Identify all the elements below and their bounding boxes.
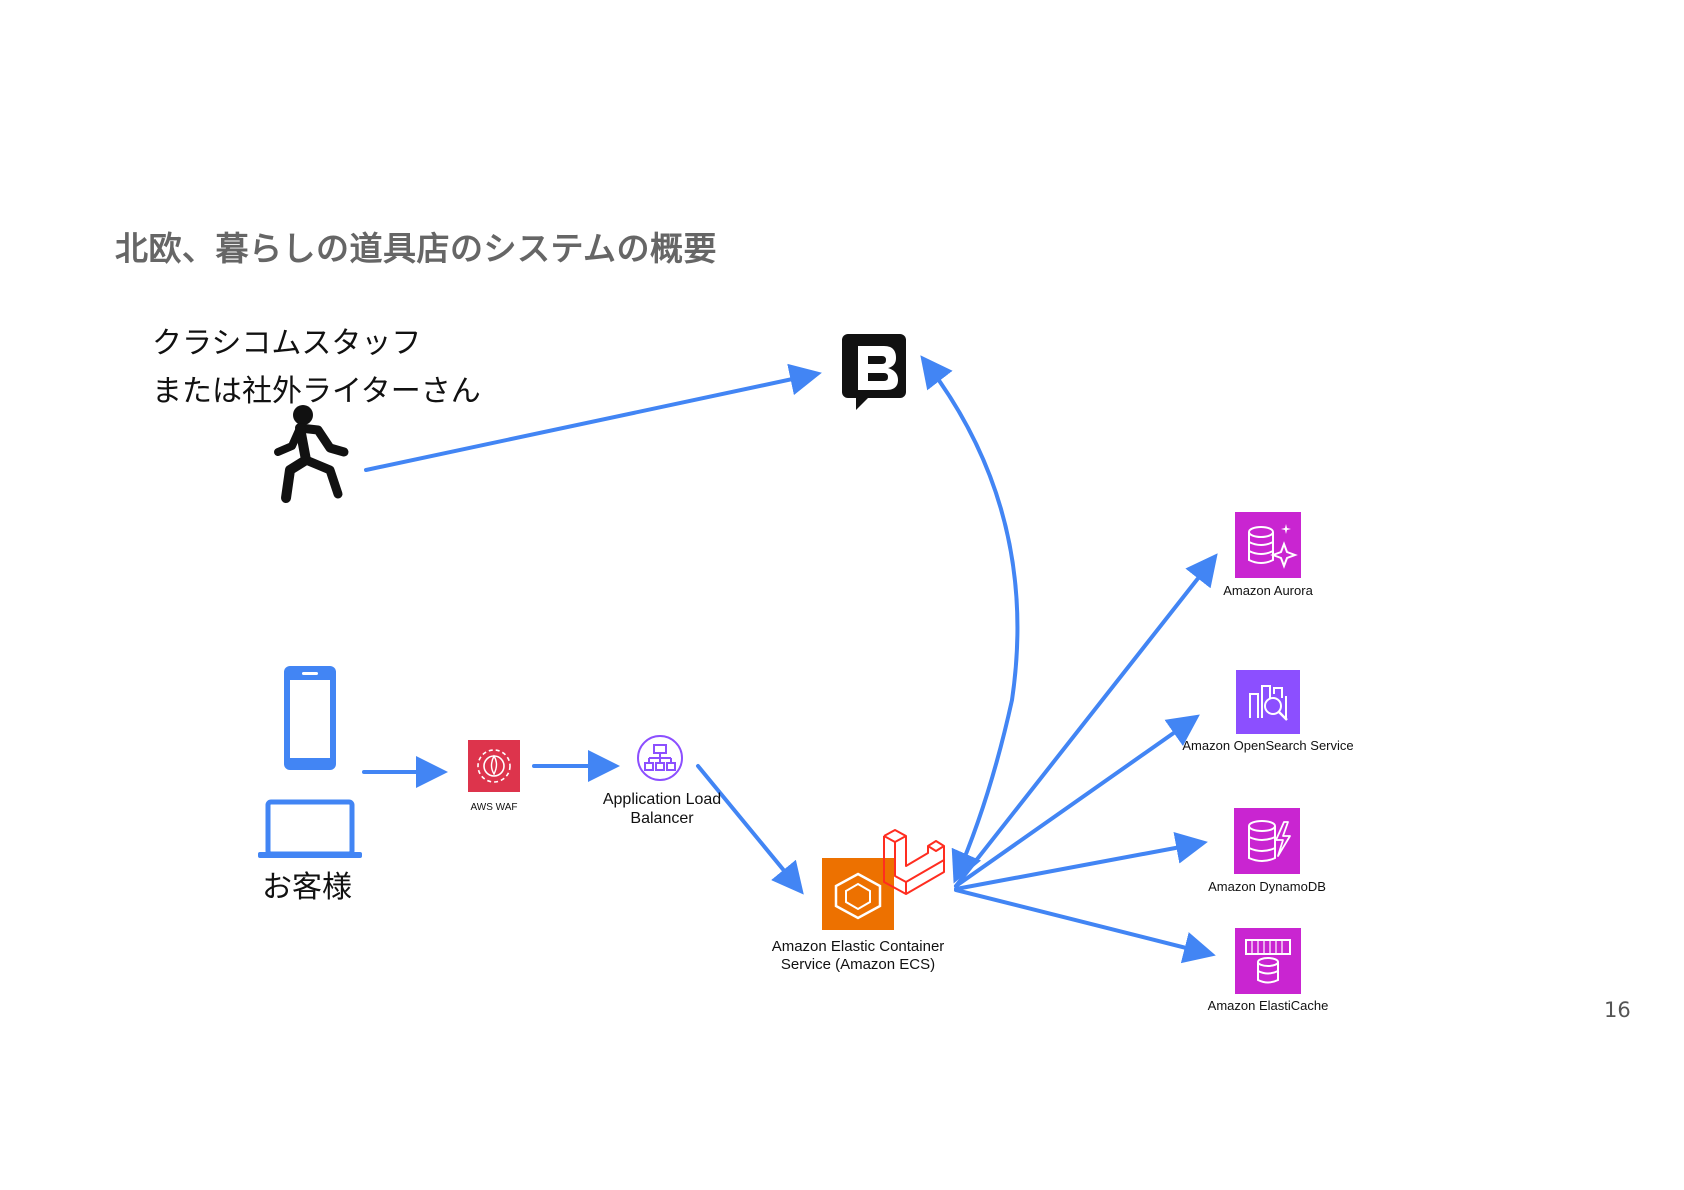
alb-icon [637,735,683,781]
arrow-ecs-to-elasticache [954,888,1216,964]
amazon-aurora-label: Amazon Aurora [1223,583,1313,598]
amazon-ecs-label-line1: Amazon Elastic Container [771,938,945,955]
amazon-aurora-icon [1235,512,1301,578]
amazon-opensearch-label: Amazon OpenSearch Service [1182,738,1354,753]
arrow-alb-to-ecs [696,764,804,895]
b-chat-logo-icon [842,334,906,410]
amazon-opensearch-icon [1236,670,1300,734]
alb-label: Application Load Balancer [603,790,721,828]
amazon-ecs-label: Amazon Elastic Container Service (Amazon… [772,938,945,974]
page-number: 16 [1604,998,1631,1022]
arrow-ecs-to-dynamodb [954,832,1208,891]
aws-waf-label: AWS WAF [470,802,518,813]
staff-label-line2: または社外ライターさん [152,374,481,409]
staff-label-line1: クラシコムスタッフ [152,326,422,361]
arrow-staff-to-blog [364,363,822,472]
staff-label: クラシコムスタッフ または社外ライターさん [152,320,481,416]
arrow-ecs-to-aurora [954,553,1218,888]
amazon-dynamodb-label: Amazon DynamoDB [1208,879,1326,894]
laravel-icon [883,829,945,895]
page-title: 北欧、暮らしの道具店のシステムの概要 [115,229,718,268]
customer-label: お客様 [262,870,352,905]
laptop-icon [258,799,362,858]
amazon-ecs-label-line2: Service (Amazon ECS) [780,956,936,973]
arrow-blog-ecs-bidirectional [920,355,1020,884]
amazon-elasticache-icon [1235,928,1301,994]
smartphone-icon [284,666,336,770]
alb-label-line1: Application Load [602,791,722,808]
arrow-ecs-to-opensearch [954,714,1200,888]
amazon-ecs-icon [822,858,894,930]
running-person-icon [274,405,349,503]
alb-label-line2: Balancer [630,810,694,827]
amazon-dynamodb-icon [1234,808,1300,874]
amazon-elasticache-label: Amazon ElastiCache [1207,998,1329,1013]
aws-waf-icon [468,740,520,792]
